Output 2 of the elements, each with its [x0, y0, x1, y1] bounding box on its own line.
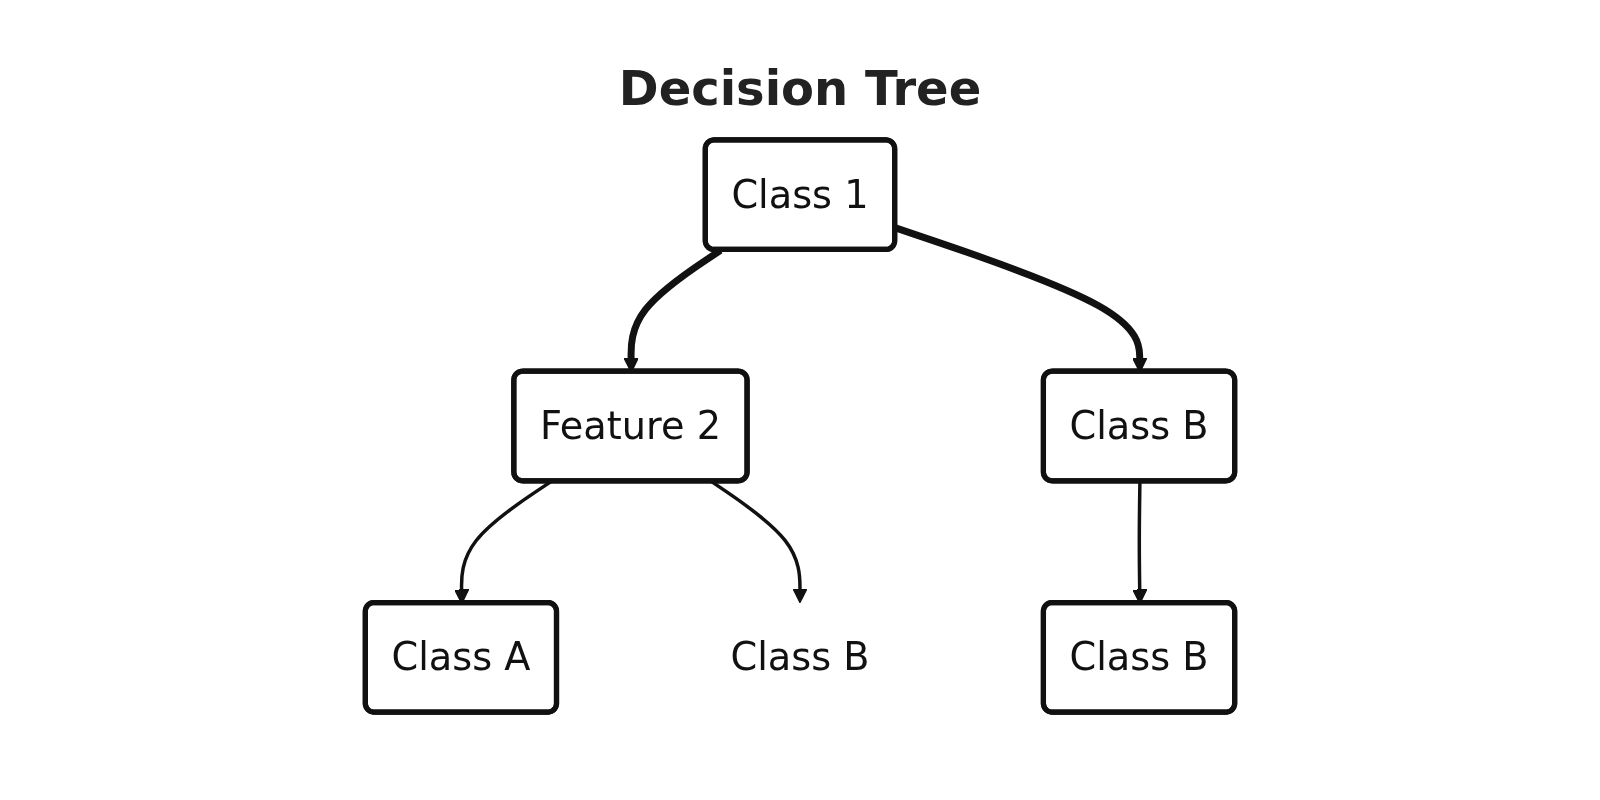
diagram-title: Decision Tree [617, 60, 983, 116]
node-text: Class B [730, 635, 870, 680]
